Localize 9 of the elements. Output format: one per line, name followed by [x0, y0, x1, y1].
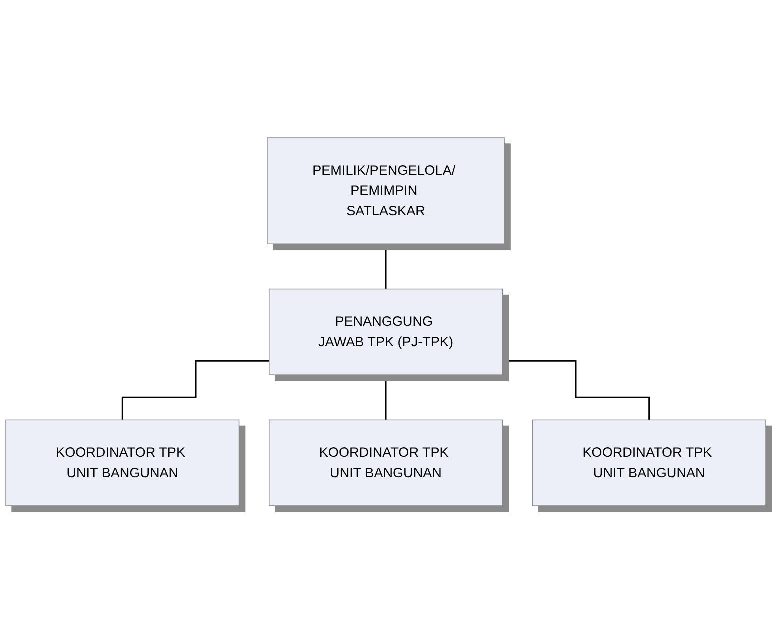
node-box: KOORDINATOR TPK UNIT BANGUNAN — [532, 420, 766, 506]
connector — [502, 360, 650, 421]
connector — [385, 243, 387, 290]
node-box: KOORDINATOR TPK UNIT BANGUNAN — [6, 420, 240, 506]
connector — [122, 360, 270, 421]
node-box: PEMILIK/PENGELOLA/ PEMIMPIN SATLASKAR — [267, 138, 505, 244]
connector — [385, 374, 387, 421]
node-box: KOORDINATOR TPK UNIT BANGUNAN — [269, 420, 503, 506]
node-box: PENANGGUNG JAWAB TPK (PJ-TPK) — [269, 288, 503, 376]
